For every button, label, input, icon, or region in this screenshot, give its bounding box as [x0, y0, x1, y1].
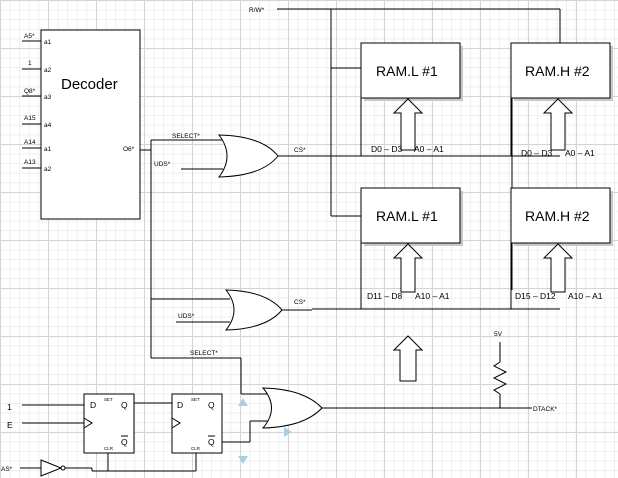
uds-label: UDS*	[154, 161, 171, 168]
decoder-block[interactable]: Decoder A5* 1 Q8* A15 A14 A13 a1 a2 a3 a…	[22, 29, 141, 220]
select-label: SELECT*	[190, 350, 218, 357]
decoder-input-label: 1	[28, 60, 32, 67]
ram-label: RAM.H #2	[525, 208, 590, 224]
ram-addr-label: A0 – A1	[565, 148, 595, 158]
uds-label: UDS*	[178, 313, 195, 320]
ram-addr-label: A0 – A1	[414, 144, 444, 154]
decoder-input-label: A5*	[24, 33, 35, 40]
selection-handle[interactable]	[238, 398, 248, 406]
rw-label: R/W*	[249, 7, 265, 14]
data-bus-arrow	[392, 335, 424, 382]
ram-addr-label: A10 – A1	[415, 291, 450, 301]
vcc-label: 5V	[494, 331, 503, 338]
decoder-pin-label: a3	[44, 94, 52, 101]
ff-set-label: SET	[191, 397, 200, 402]
decoder-input-label: A15	[24, 115, 36, 122]
as-buffer[interactable]	[40, 459, 63, 477]
ram-label: RAM.H #2	[525, 63, 590, 79]
ram-data-label: D11 – D8	[367, 291, 403, 301]
ff-clr-label: CLR	[104, 446, 114, 451]
ff-qbar-label: Q	[208, 437, 215, 447]
decoder-input-label: A13	[24, 159, 36, 166]
ram-h2-lower[interactable]: RAM.H #2	[510, 187, 613, 246]
decoder-pin-label: a1	[44, 39, 52, 46]
ff-d-label: D	[177, 400, 183, 410]
select-label: SELECT*	[172, 133, 200, 140]
ram-label: RAM.L #1	[376, 63, 438, 79]
input-one-label: 1	[7, 402, 12, 412]
decoder-pin-label: a2	[44, 67, 52, 74]
input-e-label: E	[7, 420, 13, 430]
decoder-pin-label: a2	[44, 166, 52, 173]
ff-clr-label: CLR	[191, 446, 201, 451]
ram-l1-upper[interactable]: RAM.L #1	[360, 42, 463, 101]
ff-d-label: D	[90, 400, 96, 410]
or-gate-lower[interactable]	[224, 289, 283, 331]
pullup-resistor	[492, 361, 508, 395]
data-bus-arrow	[392, 98, 424, 151]
cs-label: CS*	[294, 299, 306, 306]
dtack-label: DTACK*	[533, 406, 558, 413]
ff-q-label: Q	[208, 400, 215, 410]
ff-q-label: Q	[121, 400, 128, 410]
selection-handle[interactable]	[284, 427, 292, 437]
ram-addr-label: A10 – A1	[568, 291, 603, 301]
flip-flop-1[interactable]: D Q Q SET CLR	[83, 393, 135, 454]
decoder-input-label: A14	[24, 139, 36, 146]
decoder-output-label: O6*	[123, 146, 135, 153]
flip-flop-2[interactable]: D Q Q SET CLR	[171, 393, 223, 454]
ram-l1-lower[interactable]: RAM.L #1	[360, 187, 463, 246]
or-gate-upper[interactable]	[217, 134, 279, 178]
ff-set-label: SET	[104, 397, 113, 402]
decoder-title: Decoder	[61, 76, 118, 93]
cs-label: CS*	[294, 147, 306, 154]
ram-data-label: D0 – D3	[521, 148, 552, 158]
decoder-input-label: Q8*	[24, 88, 36, 95]
ram-h2-upper[interactable]: RAM.H #2	[510, 42, 613, 101]
as-label: AS*	[1, 466, 13, 473]
selection-handle[interactable]	[238, 456, 248, 464]
ram-label: RAM.L #1	[376, 208, 438, 224]
data-bus-arrow	[542, 243, 574, 293]
ram-data-label: D0 – D3	[371, 144, 402, 154]
or-gate-dtack[interactable]	[261, 387, 323, 429]
decoder-pin-label: a1	[44, 146, 52, 153]
ff-qbar-label: Q	[121, 437, 128, 447]
data-bus-arrow	[392, 243, 424, 293]
ram-data-label: D15 – D12	[515, 291, 556, 301]
data-bus-arrow	[542, 98, 574, 151]
decoder-pin-label: a4	[44, 122, 52, 129]
